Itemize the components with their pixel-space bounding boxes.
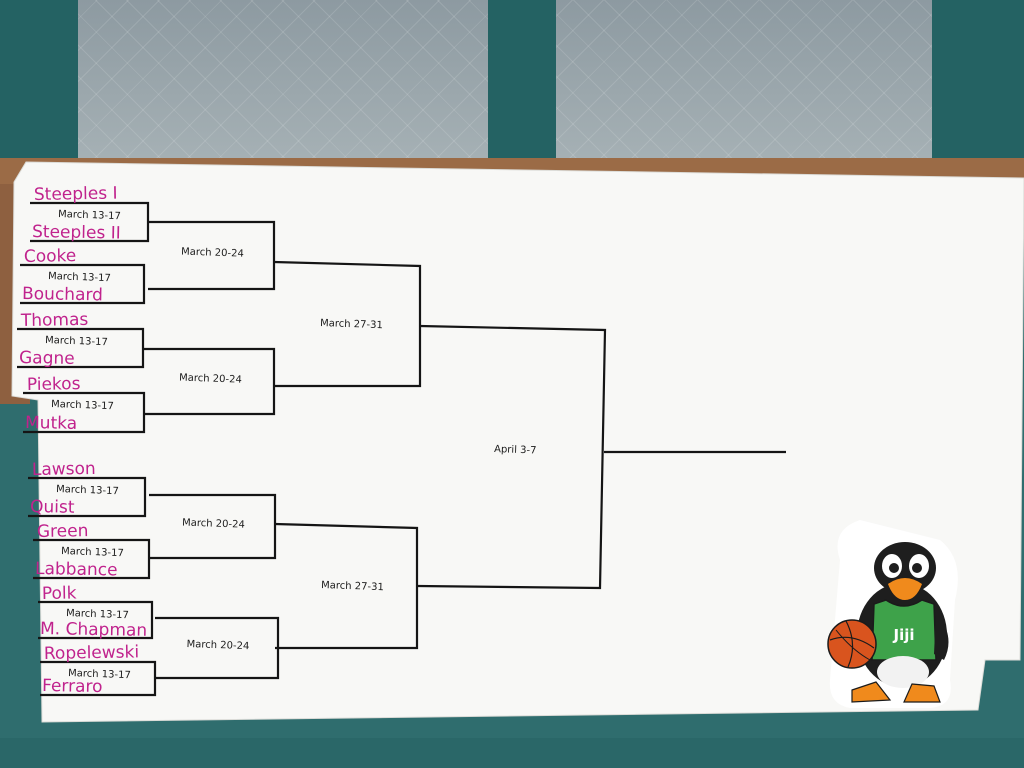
team-name: Steeples I: [34, 184, 118, 205]
window-pane-left: [78, 0, 488, 170]
matchup-box: [28, 476, 147, 518]
jersey: [871, 599, 937, 661]
match-date: March 20-24: [186, 639, 249, 652]
penguin-mascot-icon: Jiji: [827, 520, 958, 708]
window-frame: [0, 0, 78, 170]
match-date: March 13-17: [56, 484, 119, 497]
match-date: March 27-31: [320, 318, 383, 331]
matchup-box: [148, 220, 276, 291]
team-name: M. Chapman: [40, 619, 147, 641]
matchup-box: [20, 263, 146, 305]
matchup-box: [38, 600, 154, 640]
match-date: March 20-24: [182, 518, 245, 531]
match-date: March 13-17: [51, 399, 114, 412]
final-box: [417, 324, 607, 590]
match-date: March 13-17: [66, 608, 129, 621]
team-name: Bouchard: [22, 284, 103, 305]
team-name: Labbance: [35, 559, 118, 580]
match-date: March 13-17: [48, 271, 111, 284]
window-frame: [488, 0, 556, 170]
team-name: Piekos: [27, 374, 81, 395]
bottom-trim: [0, 738, 1024, 768]
team-name: Mutka: [25, 413, 77, 434]
match-date: March 13-17: [45, 335, 108, 348]
match-date: March 27-31: [321, 580, 384, 593]
team-name: Cooke: [24, 246, 77, 267]
matchup-box: [149, 493, 277, 560]
window-pane-right: [556, 0, 932, 170]
match-date: March 13-17: [58, 209, 121, 222]
jersey-text: Jiji: [892, 626, 914, 644]
final-matchup: April 3-7: [417, 324, 786, 590]
window-frame: [932, 0, 1024, 170]
paper-sheet: [11, 161, 1024, 723]
team-name: Thomas: [20, 310, 89, 331]
team-name: Steeples II: [32, 222, 121, 244]
window: [0, 0, 1024, 200]
match-date: March 13-17: [68, 668, 131, 681]
team-name: Polk: [42, 583, 77, 604]
match-date: March 13-17: [61, 546, 124, 559]
match-date: March 20-24: [179, 373, 242, 386]
team-name: Quist: [30, 497, 75, 518]
match-date: March 20-24: [181, 247, 244, 260]
final-date: April 3-7: [494, 444, 537, 456]
matchup-box: [274, 522, 419, 650]
team-name: Green: [37, 521, 89, 542]
team-name: Ropelewski: [44, 642, 140, 664]
matchup-box: [17, 327, 145, 369]
matchup-box: [23, 391, 146, 434]
team-name: Gagne: [19, 348, 75, 369]
team-name: Lawson: [32, 459, 96, 480]
matchup-box: [144, 347, 276, 416]
team-name: Ferraro: [42, 676, 103, 697]
